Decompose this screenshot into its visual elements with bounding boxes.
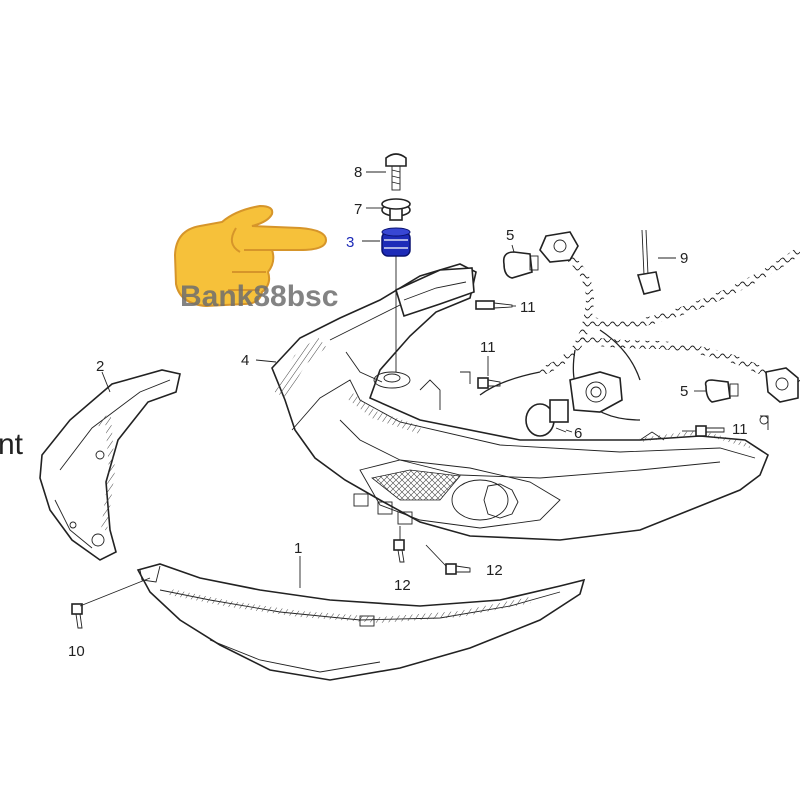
callout-9: 9 xyxy=(680,250,688,267)
grommet-part-3-highlighted xyxy=(381,227,411,257)
cable-tie-part xyxy=(636,229,676,295)
leader-lines xyxy=(101,171,573,588)
bulb-part-6 xyxy=(525,399,569,437)
callout-6: 6 xyxy=(574,425,582,442)
callout-5-right: 5 xyxy=(680,383,688,400)
callout-11-middle: 11 xyxy=(480,339,496,356)
callout-1: 1 xyxy=(294,540,302,557)
lower-cover-part xyxy=(136,563,586,681)
callout-10: 10 xyxy=(68,643,85,660)
callout-12-left: 12 xyxy=(394,577,411,594)
callout-12-right: 12 xyxy=(486,562,503,579)
screw-11-upper xyxy=(475,300,516,310)
callout-8: 8 xyxy=(354,164,362,181)
screw-12-right xyxy=(425,544,471,575)
side-cover-part xyxy=(39,369,181,561)
callout-4: 4 xyxy=(241,352,249,369)
watermark-text: Bank88bsc xyxy=(180,280,338,313)
callout-11-right: 11 xyxy=(732,421,748,438)
cropped-edge-text: nt xyxy=(0,428,24,461)
screw-8 xyxy=(385,153,407,191)
screw-12-left xyxy=(393,526,405,563)
screw-11-right xyxy=(682,415,769,437)
bulb-part-right xyxy=(694,379,739,403)
callout-3-highlighted: 3 xyxy=(346,234,354,251)
callout-11-upper: 11 xyxy=(520,299,536,316)
pointing-hand-icon xyxy=(173,204,328,308)
screw-11-middle xyxy=(460,371,501,389)
collar-part-7 xyxy=(381,198,411,221)
callout-2: 2 xyxy=(96,358,104,375)
screw-10 xyxy=(71,577,151,629)
bulb-part-upper xyxy=(502,244,539,279)
callout-7: 7 xyxy=(354,201,362,218)
wiring-harness xyxy=(479,231,800,421)
callout-5-upper: 5 xyxy=(506,227,514,244)
